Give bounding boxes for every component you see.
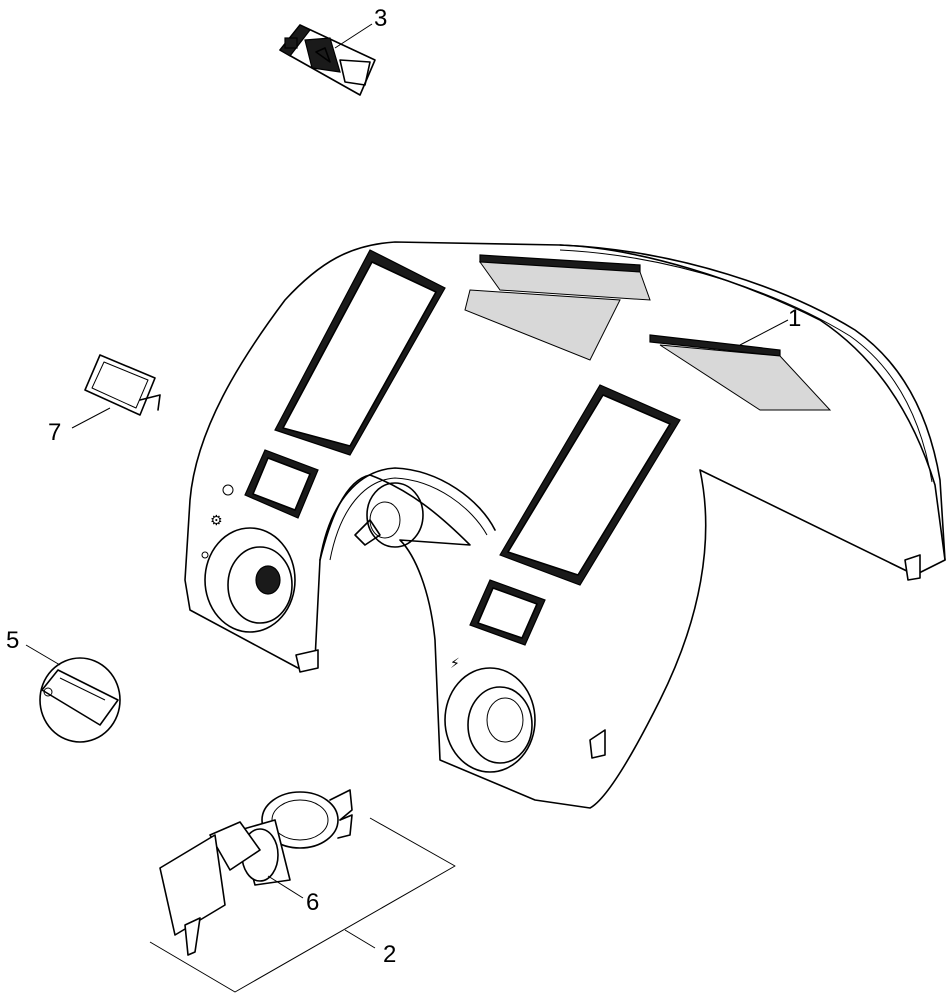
- leader-line-7: [71, 407, 111, 429]
- leader-line-2: [344, 929, 376, 949]
- rocker-switch: [279, 24, 376, 96]
- leader-line-3: [334, 23, 373, 49]
- callout-3: 3: [374, 5, 387, 32]
- callout-6: 6: [306, 889, 319, 916]
- instrument-panel-housing: ⚙ ⚡: [184, 241, 946, 809]
- callout-7: 7: [48, 419, 61, 446]
- light-symbol: ⚙: [210, 513, 223, 529]
- control-knob: [39, 657, 121, 743]
- ignition-switch-assembly: [159, 789, 353, 956]
- lightning-symbol: ⚡: [450, 656, 460, 672]
- leader-line-5: [25, 644, 61, 666]
- callout-1: 1: [788, 305, 801, 332]
- callout-5: 5: [6, 627, 19, 654]
- kit-bracket: [149, 817, 456, 993]
- callout-2: 2: [383, 941, 396, 968]
- leader-line-1: [739, 319, 789, 346]
- indicator-lamp: [84, 354, 161, 416]
- leader-line-6: [267, 875, 304, 899]
